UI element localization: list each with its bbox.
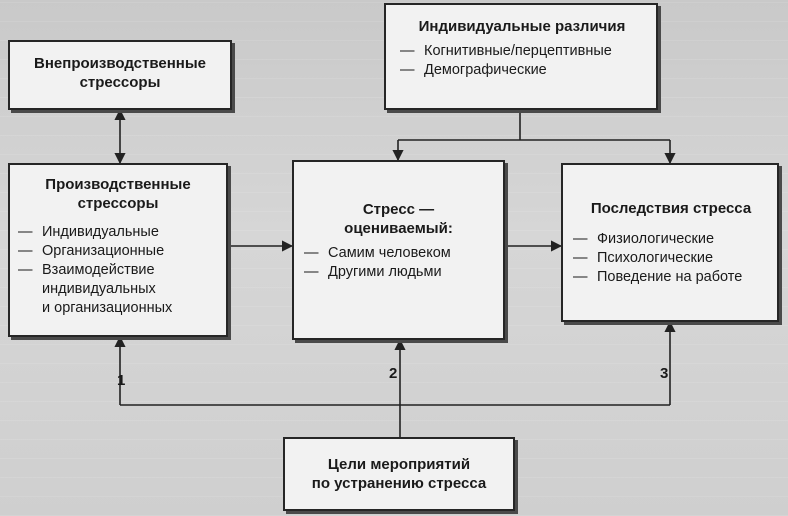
stress-item: Самим человеком [302, 244, 495, 263]
work-item: Взаимодействие [16, 261, 220, 280]
stress-title-line2: оцениваемый: [344, 220, 453, 237]
work-title-line1: Производственные [45, 176, 191, 193]
individual-item: Когнитивные/перцептивные [398, 42, 646, 61]
consequences-item: Физиологические [571, 230, 771, 249]
work-item-continuation-1: индивидуальных [42, 281, 156, 297]
consequences-item: Поведение на работе [571, 268, 771, 287]
box-stress-consequences: Последствия стресса Физиологические Псих… [561, 163, 779, 322]
interventions-title-line2: по устранению стресса [311, 475, 487, 492]
box-work-stressors: Производственные стрессоры Индивидуальны… [8, 163, 228, 337]
stress-title-line1: Стресс — [362, 201, 435, 218]
individual-title: Индивидуальные различия [418, 18, 626, 35]
box-stress-appraised: Стресс — оцениваемый: Самим человеком Др… [292, 160, 505, 340]
box-interventions: Цели мероприятий по устранению стресса [283, 437, 515, 511]
work-item: Индивидуальные [16, 223, 220, 242]
stress-item: Другими людьми [302, 263, 495, 282]
work-item: Организационные [16, 242, 220, 261]
individual-item: Демографические [398, 61, 646, 80]
label-1: 1 [117, 372, 126, 389]
nonwork-title-line2: стрессоры [79, 74, 161, 91]
label-2: 2 [389, 365, 398, 382]
box-nonwork-stressors: Внепроизводственные стрессоры [8, 40, 232, 110]
consequences-title: Последствия стресса [590, 200, 752, 217]
interventions-title-line1: Цели мероприятий [327, 456, 471, 473]
work-item-continuation-2: и организационных [42, 300, 173, 316]
consequences-item: Психологические [571, 249, 771, 268]
box-individual-differences: Индивидуальные различия Когнитивные/перц… [384, 3, 658, 110]
label-3: 3 [660, 365, 669, 382]
nonwork-title-line1: Внепроизводственные [34, 55, 206, 72]
work-title-line2: стрессоры [77, 195, 159, 212]
